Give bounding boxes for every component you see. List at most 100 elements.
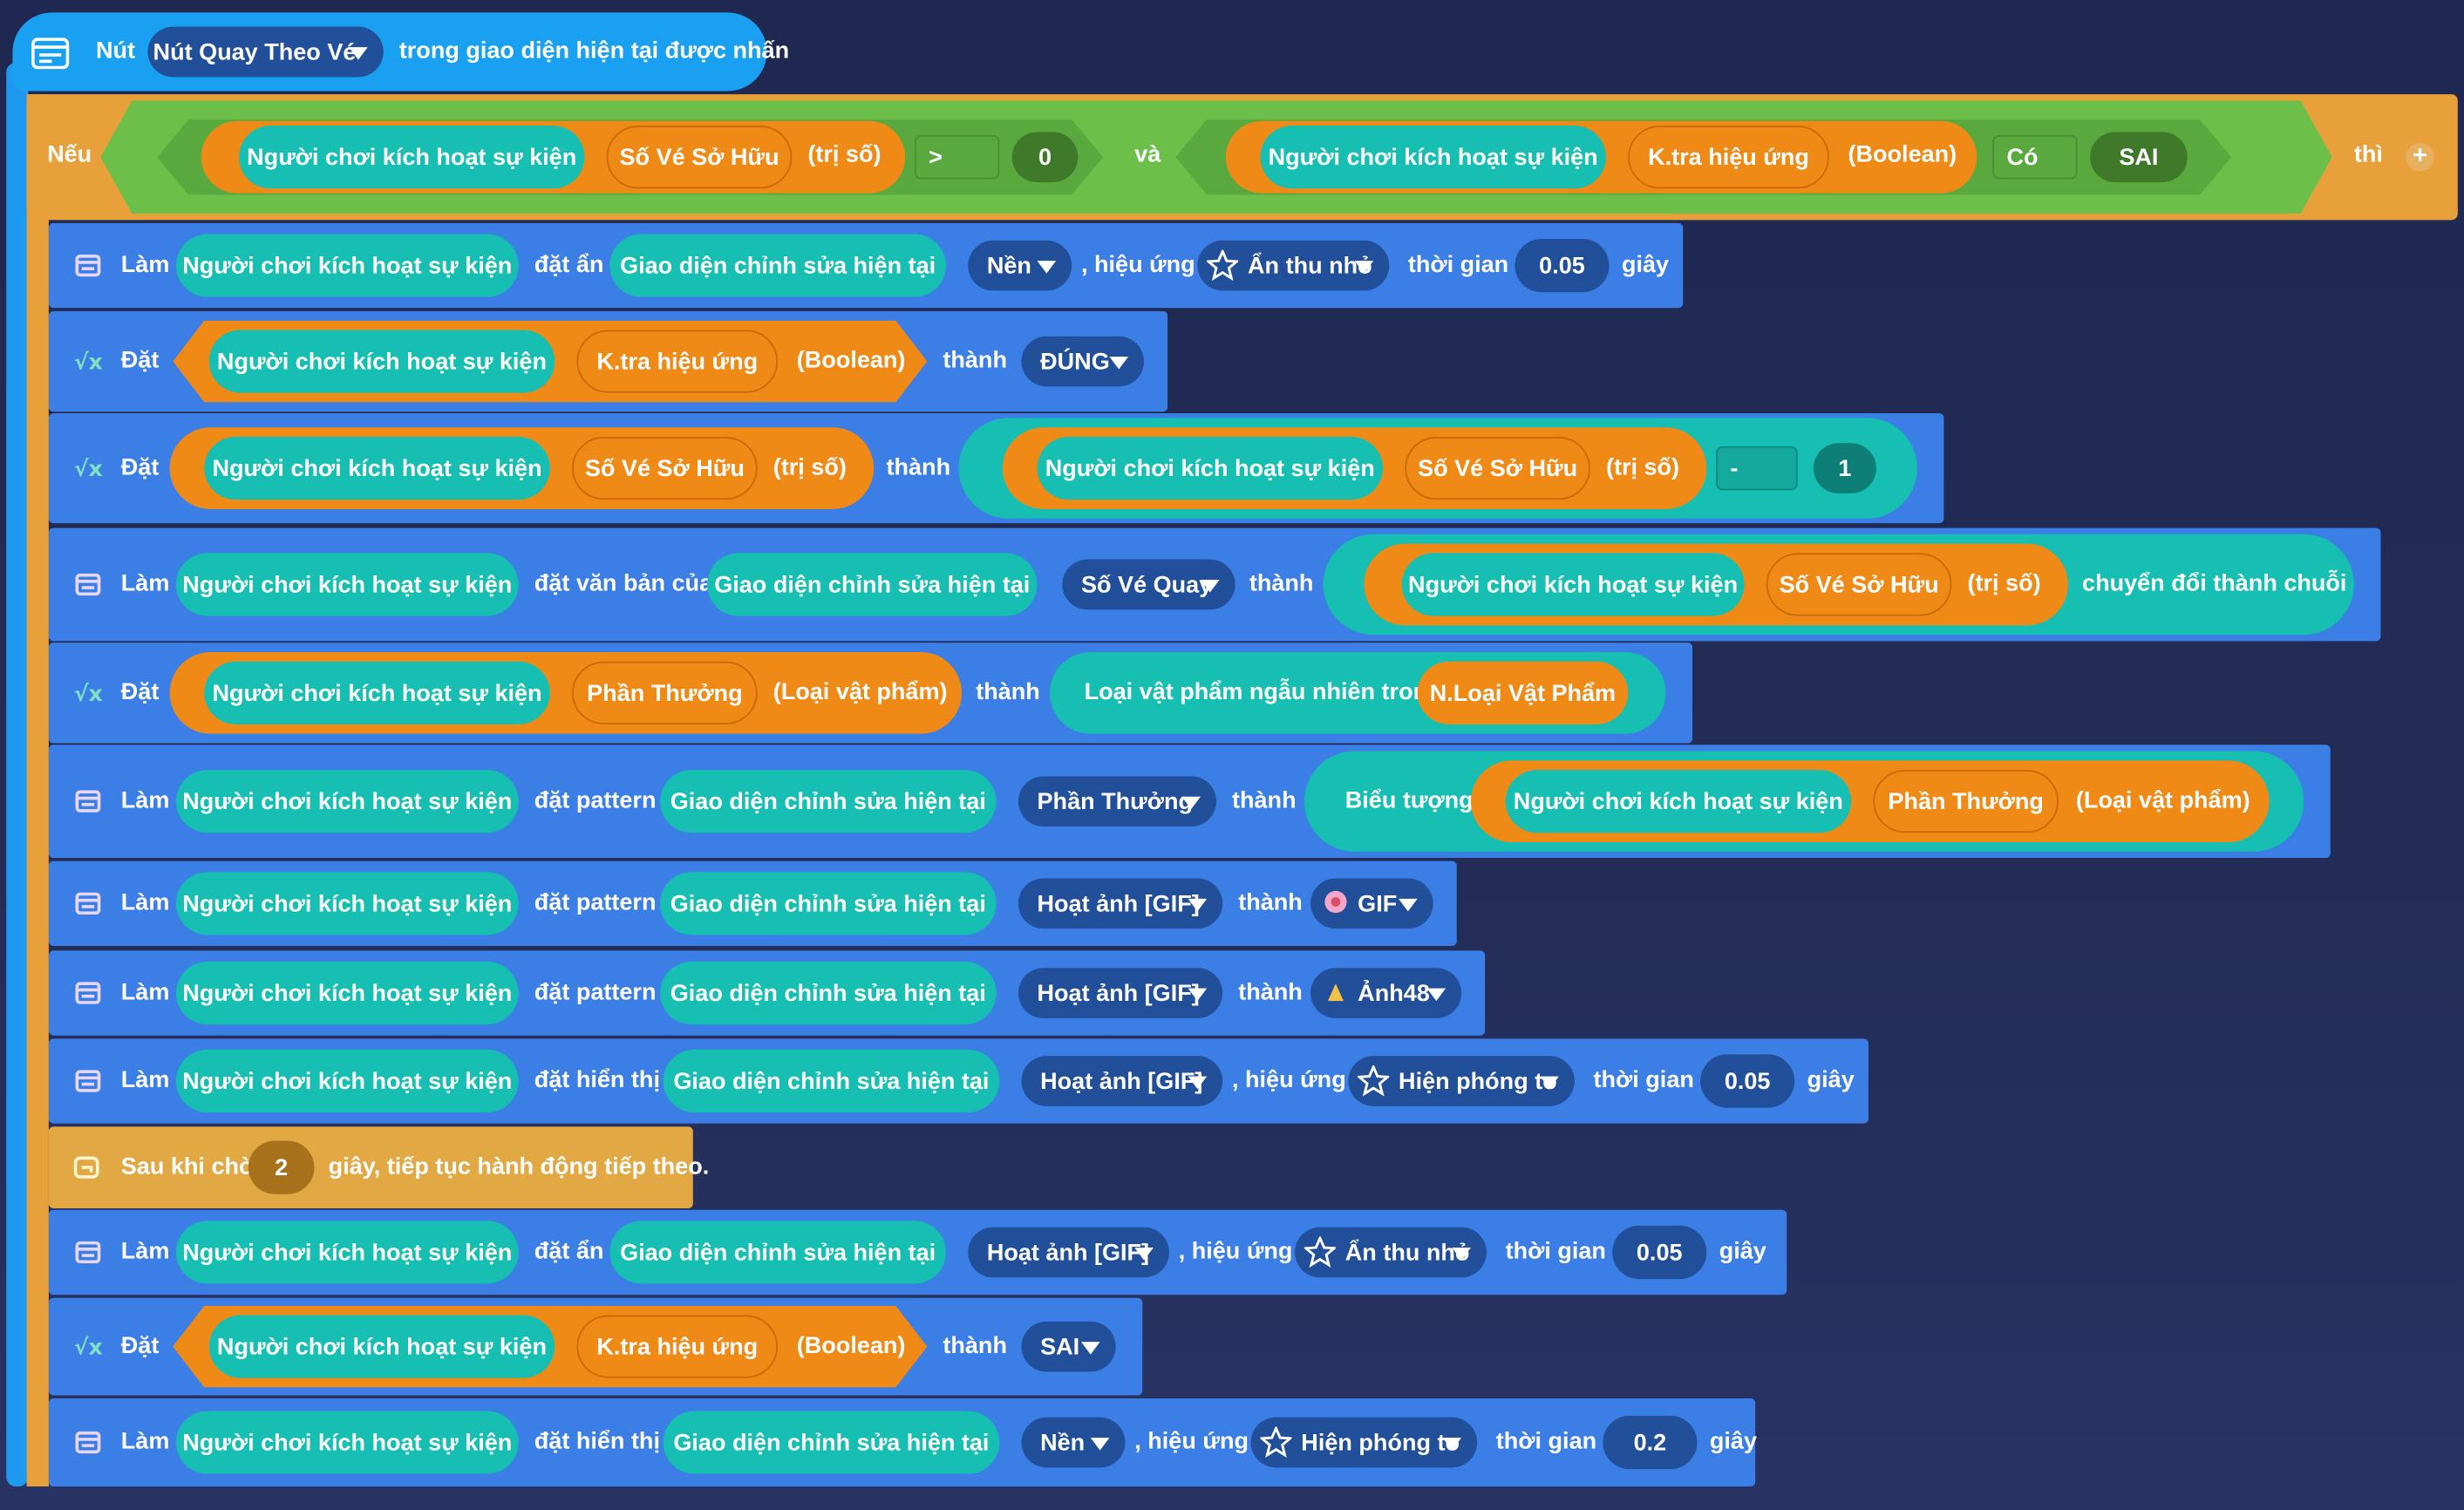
type-label: (Boolean) [1848,141,1957,168]
player-pill[interactable]: Người chơi kích hoạt sự kiện [238,126,585,189]
player-pill[interactable]: Người chơi kích hoạt sự kiện [175,962,519,1025]
player-pill[interactable]: Người chơi kích hoạt sự kiện [175,872,519,935]
attr-pill[interactable]: Số Vé Sở Hữu [572,437,758,500]
player-pill[interactable]: Người chơi kích hoạt sự kiện [1401,553,1745,616]
effect-label: , hiệu ứng [1178,1238,1293,1265]
time-label: thời gian [1505,1238,1606,1265]
unit-label: giây [1709,1428,1757,1455]
attr-pill[interactable]: K.tra hiệu ứng [1628,126,1829,189]
boolean-dropdown[interactable]: SAI [1021,1321,1116,1372]
attr-pill[interactable]: Số Vé Sở Hữu [606,126,793,189]
operator-dropdown[interactable]: > [914,134,1000,180]
ui-target-pill[interactable]: Giao diện chỉnh sửa hiện tại [707,553,1038,616]
svg-text:√x: √x [74,350,102,374]
time-input[interactable]: 0.05 [1700,1054,1795,1108]
to-label: thành [943,347,1007,374]
player-pill[interactable]: Người chơi kích hoạt sự kiện [175,1221,519,1284]
boolean-dropdown[interactable]: ĐÚNG [1021,336,1145,387]
element-dropdown[interactable]: Hoạt ảnh [GIF] [1018,878,1223,929]
player-pill[interactable]: Người chơi kích hoạt sự kiện [1260,126,1606,189]
time-input[interactable]: 0.05 [1612,1225,1707,1280]
player-pill[interactable]: Người chơi kích hoạt sự kiện [175,770,519,833]
svg-text:√x: √x [74,1335,102,1359]
time-label: thời gian [1407,251,1509,279]
add-branch-icon[interactable]: + [2406,143,2434,172]
player-pill[interactable]: Người chơi kích hoạt sự kiện [175,1411,519,1474]
ui-target-pill[interactable]: Giao diện chỉnh sửa hiện tại [659,770,997,833]
effect-dropdown[interactable]: Ẩn thu nhỏ [1295,1227,1487,1278]
attr-pill[interactable]: K.tra hiệu ứng [576,1315,779,1378]
player-pill[interactable]: Người chơi kích hoạt sự kiện [175,1049,519,1113]
player-pill[interactable]: Người chơi kích hoạt sự kiện [1037,437,1384,500]
svg-text:√x: √x [74,681,102,705]
operator-dropdown[interactable]: - [1716,446,1798,491]
element-dropdown[interactable]: Nền [1021,1417,1126,1468]
ui-target-pill[interactable]: Giao diện chỉnh sửa hiện tại [659,962,997,1025]
player-pill[interactable]: Người chơi kích hoạt sự kiện [204,437,550,500]
convert-label: chuyển đổi thành chuỗi [2082,570,2347,597]
wait-icon [73,1156,99,1179]
do-label: Làm [120,1428,170,1455]
operator-dropdown[interactable]: Có [1992,134,2078,180]
player-pill[interactable]: Người chơi kích hoạt sự kiện [204,661,550,724]
ui-action-icon [75,790,101,813]
button-name-dropdown[interactable]: Nút Quay Theo Vé [147,26,384,78]
wait-block[interactable] [48,1126,693,1208]
effect-label: , hiệu ứng [1134,1428,1249,1455]
type-label: (trị số) [1967,570,2041,597]
ui-target-pill[interactable]: Giao diện chỉnh sửa hiện tại [609,234,946,297]
number-input[interactable]: 1 [1813,443,1876,493]
element-dropdown[interactable]: Hoạt ảnh [GIF] [968,1227,1169,1278]
wait-seconds-input[interactable]: 2 [248,1140,315,1194]
attr-pill[interactable]: K.tra hiệu ứng [576,330,779,393]
action-label: đặt văn bản của [534,570,713,597]
effect-dropdown[interactable]: Ẩn thu nhỏ [1197,240,1390,291]
player-pill[interactable]: Người chơi kích hoạt sự kiện [175,553,519,616]
boolean-dropdown[interactable]: SAI [2090,132,2188,183]
set-variable-icon: √x [74,1335,102,1359]
attr-pill[interactable]: Phần Thưởng [1873,770,2059,833]
icon-label: Biểu tượng [1344,786,1474,814]
ui-action-icon [75,1241,101,1264]
effect-dropdown[interactable]: Hiện phóng to [1250,1417,1478,1468]
effect-dropdown[interactable]: Hiện phóng to [1348,1056,1575,1106]
player-pill[interactable]: Người chơi kích hoạt sự kiện [208,1315,555,1378]
element-dropdown[interactable]: Số Vé Quay [1062,559,1235,610]
number-input[interactable]: 0 [1011,132,1079,183]
player-pill[interactable]: Người chơi kích hoạt sự kiện [175,234,519,297]
svg-text:√x: √x [74,456,102,480]
item-list-pill[interactable]: N.Loại Vật Phẩm [1417,661,1629,724]
element-dropdown[interactable]: Phần Thưởng [1018,776,1216,827]
set-label: Đặt [120,678,160,706]
element-dropdown[interactable]: Nền [968,240,1072,291]
attr-pill[interactable]: Số Vé Sở Hữu [1766,553,1952,616]
time-input[interactable]: 0.05 [1514,238,1610,293]
ui-target-pill[interactable]: Giao diện chỉnh sửa hiện tại [663,1049,1000,1113]
ui-target-pill[interactable]: Giao diện chỉnh sửa hiện tại [659,872,997,935]
unit-label: giây [1719,1238,1766,1265]
do-label: Làm [120,1238,170,1265]
wait-suffix: giây, tiếp tục hành động tiếp theo. [328,1153,710,1180]
ui-action-icon [75,982,101,1004]
ui-action-icon [75,254,101,277]
image-dropdown[interactable]: Ảnh48 [1310,968,1462,1018]
to-label: thành [1238,978,1303,1006]
attr-pill[interactable]: Số Vé Sở Hữu [1405,437,1590,500]
type-label: (trị số) [1605,453,1680,481]
action-label: đặt hiển thị [534,1066,660,1094]
button-click-event-block[interactable]: Nút Nút Quay Theo Vé trong giao diện hiệ… [12,12,789,92]
player-pill[interactable]: Người chơi kích hoạt sự kiện [208,330,555,393]
image-thumbnail-icon [1327,983,1344,1002]
ui-target-pill[interactable]: Giao diện chỉnh sửa hiện tại [663,1411,1000,1474]
type-label: (Loại vật phẩm) [773,678,948,706]
time-input[interactable]: 0.2 [1603,1415,1698,1470]
do-label: Làm [120,889,170,916]
element-dropdown[interactable]: Hoạt ảnh [GIF] [1021,1056,1223,1106]
attr-pill[interactable]: Phần Thưởng [572,661,758,724]
ui-target-pill[interactable]: Giao diện chỉnh sửa hiện tại [609,1221,946,1284]
event-block-spine [6,63,29,1486]
star-icon [1303,1236,1336,1268]
player-pill[interactable]: Người chơi kích hoạt sự kiện [1505,770,1852,833]
to-label: thành [1232,786,1297,814]
element-dropdown[interactable]: Hoạt ảnh [GIF] [1018,968,1223,1018]
